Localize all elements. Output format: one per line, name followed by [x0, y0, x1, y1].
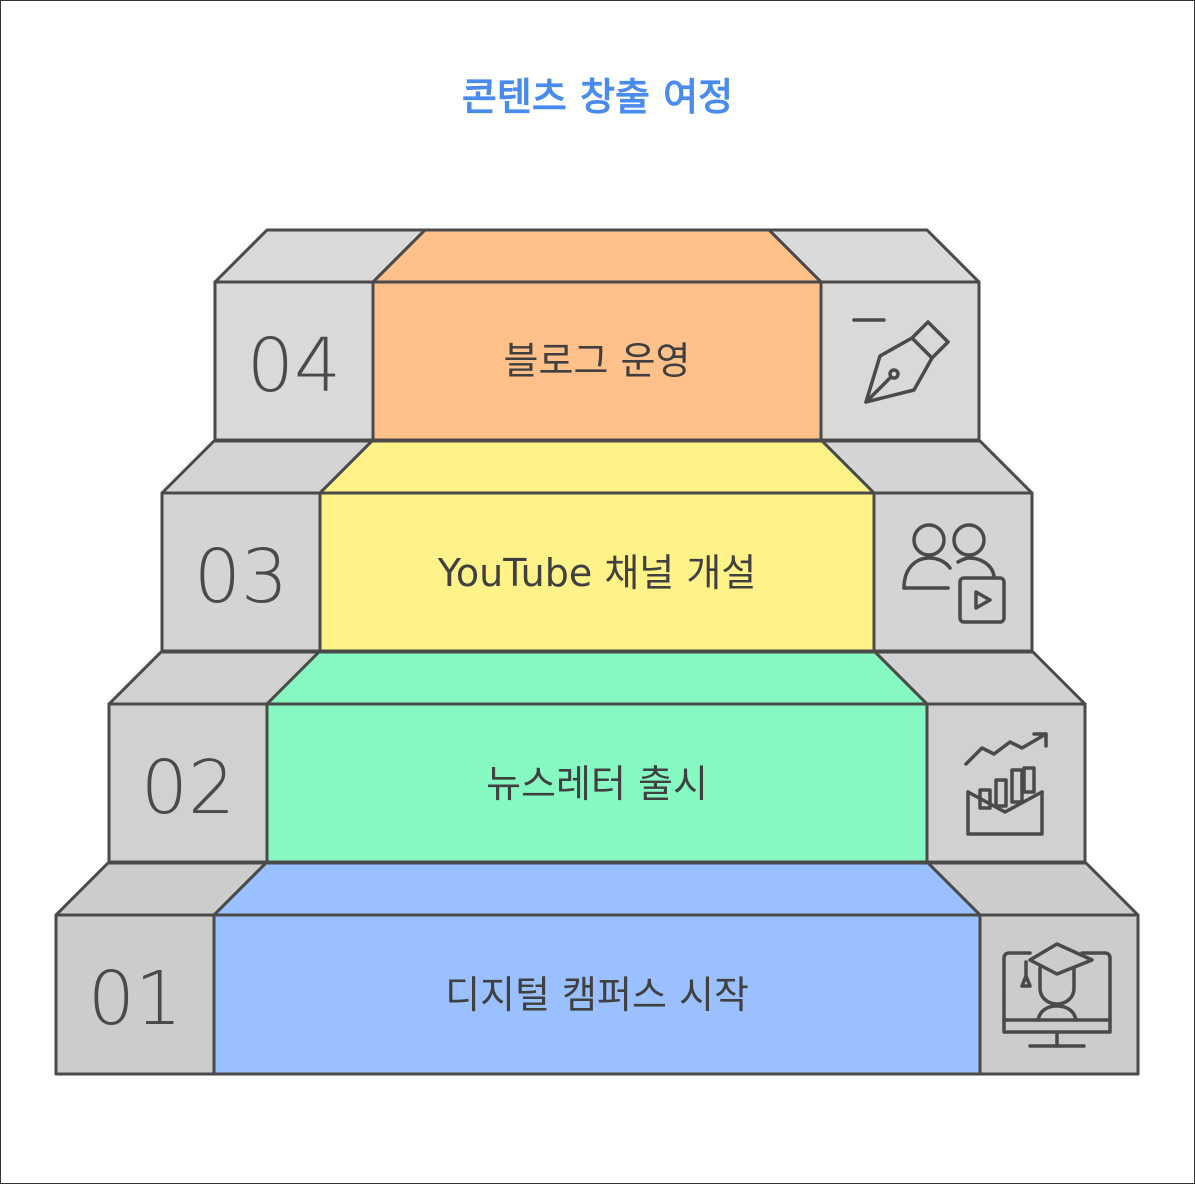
- step-04-face: [371, 280, 823, 442]
- step-04-number-block: [213, 280, 375, 442]
- step-01-number: 01: [88, 956, 182, 1042]
- step-01: [54, 861, 1140, 1076]
- step-04-number: 04: [247, 323, 341, 409]
- step-01-face: [212, 913, 982, 1076]
- step-01-top-face: [212, 861, 982, 917]
- step-02-label: 뉴스레터 출시: [486, 762, 708, 806]
- step-02-top-face: [265, 650, 929, 706]
- step-04-top-face: [371, 228, 823, 284]
- graduation-cap-monitor-icon: [1002, 942, 1112, 1048]
- step-03: [160, 439, 1034, 653]
- step-03-label: YouTube 채널 개설: [437, 551, 757, 595]
- step-04: [213, 228, 981, 442]
- step-03-icon-block: [872, 491, 1034, 653]
- step-02-number-block: [107, 702, 269, 864]
- step-02: [107, 650, 1087, 864]
- step-01-number-block: [54, 913, 216, 1076]
- diagram-title: 콘텐츠 창출 여정: [461, 75, 734, 119]
- step-04-icon-block: [819, 280, 981, 442]
- step-02-face: [265, 702, 929, 864]
- step-01-label: 디지털 캠퍼스 시작: [445, 973, 749, 1017]
- chart-envelope-icon: [964, 732, 1048, 836]
- pen-nib-icon: [852, 318, 950, 404]
- step-04-label: 블로그 운영: [504, 339, 691, 383]
- step-02-number: 02: [141, 745, 235, 831]
- step-03-top-face: [318, 439, 876, 495]
- users-video-icon: [902, 523, 1006, 624]
- step-03-number: 03: [194, 534, 288, 620]
- step-03-face: [318, 491, 876, 653]
